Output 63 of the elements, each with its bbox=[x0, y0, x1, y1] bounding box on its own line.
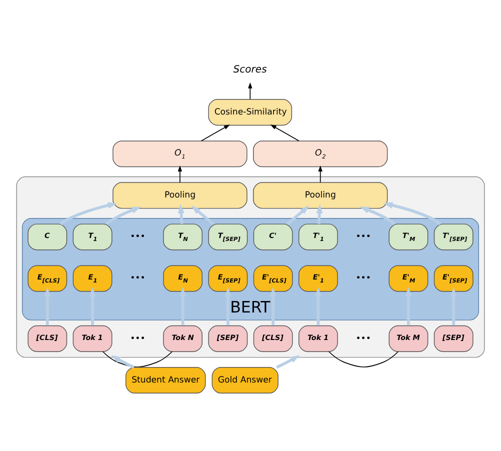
node-box: [SEP] bbox=[434, 325, 474, 352]
connector bbox=[328, 351, 399, 368]
node-box: Gold Answer bbox=[212, 366, 278, 394]
arrow bbox=[44, 287, 51, 326]
label: ••• bbox=[130, 334, 146, 344]
node-box: E$_{[SEP]}$ bbox=[208, 265, 248, 292]
node-box: Tok N bbox=[163, 325, 202, 352]
node-box: E$_{1}$ bbox=[72, 265, 112, 292]
arrow bbox=[178, 204, 184, 224]
node-box: T$_{N}$ bbox=[163, 224, 202, 250]
arrow bbox=[450, 287, 457, 326]
arrow bbox=[316, 204, 323, 224]
node-box: T'$_{1}$ bbox=[298, 224, 338, 250]
node-box: Student Answer bbox=[126, 366, 206, 394]
label: ••• bbox=[130, 232, 146, 242]
arrow bbox=[106, 206, 141, 226]
arrow bbox=[191, 206, 214, 226]
node-box: Pooling bbox=[112, 182, 248, 209]
node-box: T'$_{[SEP]}$ bbox=[434, 224, 474, 250]
arrow bbox=[180, 287, 186, 326]
node-box: [SEP] bbox=[208, 325, 248, 352]
node-text: Scores bbox=[233, 64, 267, 76]
label: ••• bbox=[356, 274, 371, 284]
label: ••• bbox=[130, 274, 146, 284]
node-box: Tok M bbox=[388, 325, 428, 352]
node-box: E'$_{M}$ bbox=[388, 265, 428, 292]
arrow bbox=[286, 206, 310, 226]
node-box: T'$_{M}$ bbox=[388, 224, 428, 250]
node-box: E$_{[CLS]}$ bbox=[28, 265, 68, 292]
node-box: Tok 1 bbox=[72, 325, 112, 352]
arrow bbox=[383, 202, 442, 226]
node-box: E$_{N}$ bbox=[163, 265, 202, 292]
arrow bbox=[60, 202, 118, 226]
arrow bbox=[200, 124, 230, 142]
node-box: C' bbox=[253, 224, 293, 250]
node-box: [CLS] bbox=[253, 325, 293, 352]
cluster bbox=[16, 176, 485, 358]
arrow bbox=[318, 165, 322, 183]
node-box: E'$_{[SEP]}$ bbox=[434, 265, 474, 292]
arrow bbox=[178, 165, 182, 183]
arrow bbox=[314, 287, 322, 326]
node-box: [CLS] bbox=[28, 325, 68, 352]
arrow bbox=[89, 287, 96, 326]
node-box: O$_{2}$ bbox=[253, 140, 388, 168]
node-box: Pooling bbox=[253, 182, 388, 209]
node-box: E'$_{[CLS]}$ bbox=[253, 265, 293, 292]
node-box: T$_{1}$ bbox=[72, 224, 112, 250]
label: ••• bbox=[356, 232, 371, 242]
arrow bbox=[270, 124, 300, 142]
arrow bbox=[248, 82, 252, 100]
node-box: E'$_{1}$ bbox=[298, 265, 338, 292]
arrow bbox=[224, 287, 232, 326]
arrow bbox=[270, 287, 276, 326]
arrow bbox=[276, 355, 300, 369]
node-box: C bbox=[28, 224, 68, 250]
node-box: Tok 1 bbox=[298, 325, 338, 352]
label: ••• bbox=[356, 334, 371, 344]
node-box: O$_{1}$ bbox=[112, 140, 248, 168]
node-box: T$_{[SEP]}$ bbox=[208, 224, 248, 250]
node-box: Cosine-Similarity bbox=[208, 99, 292, 126]
arrow bbox=[111, 355, 135, 369]
arrow bbox=[405, 287, 412, 326]
arrow bbox=[360, 206, 396, 226]
